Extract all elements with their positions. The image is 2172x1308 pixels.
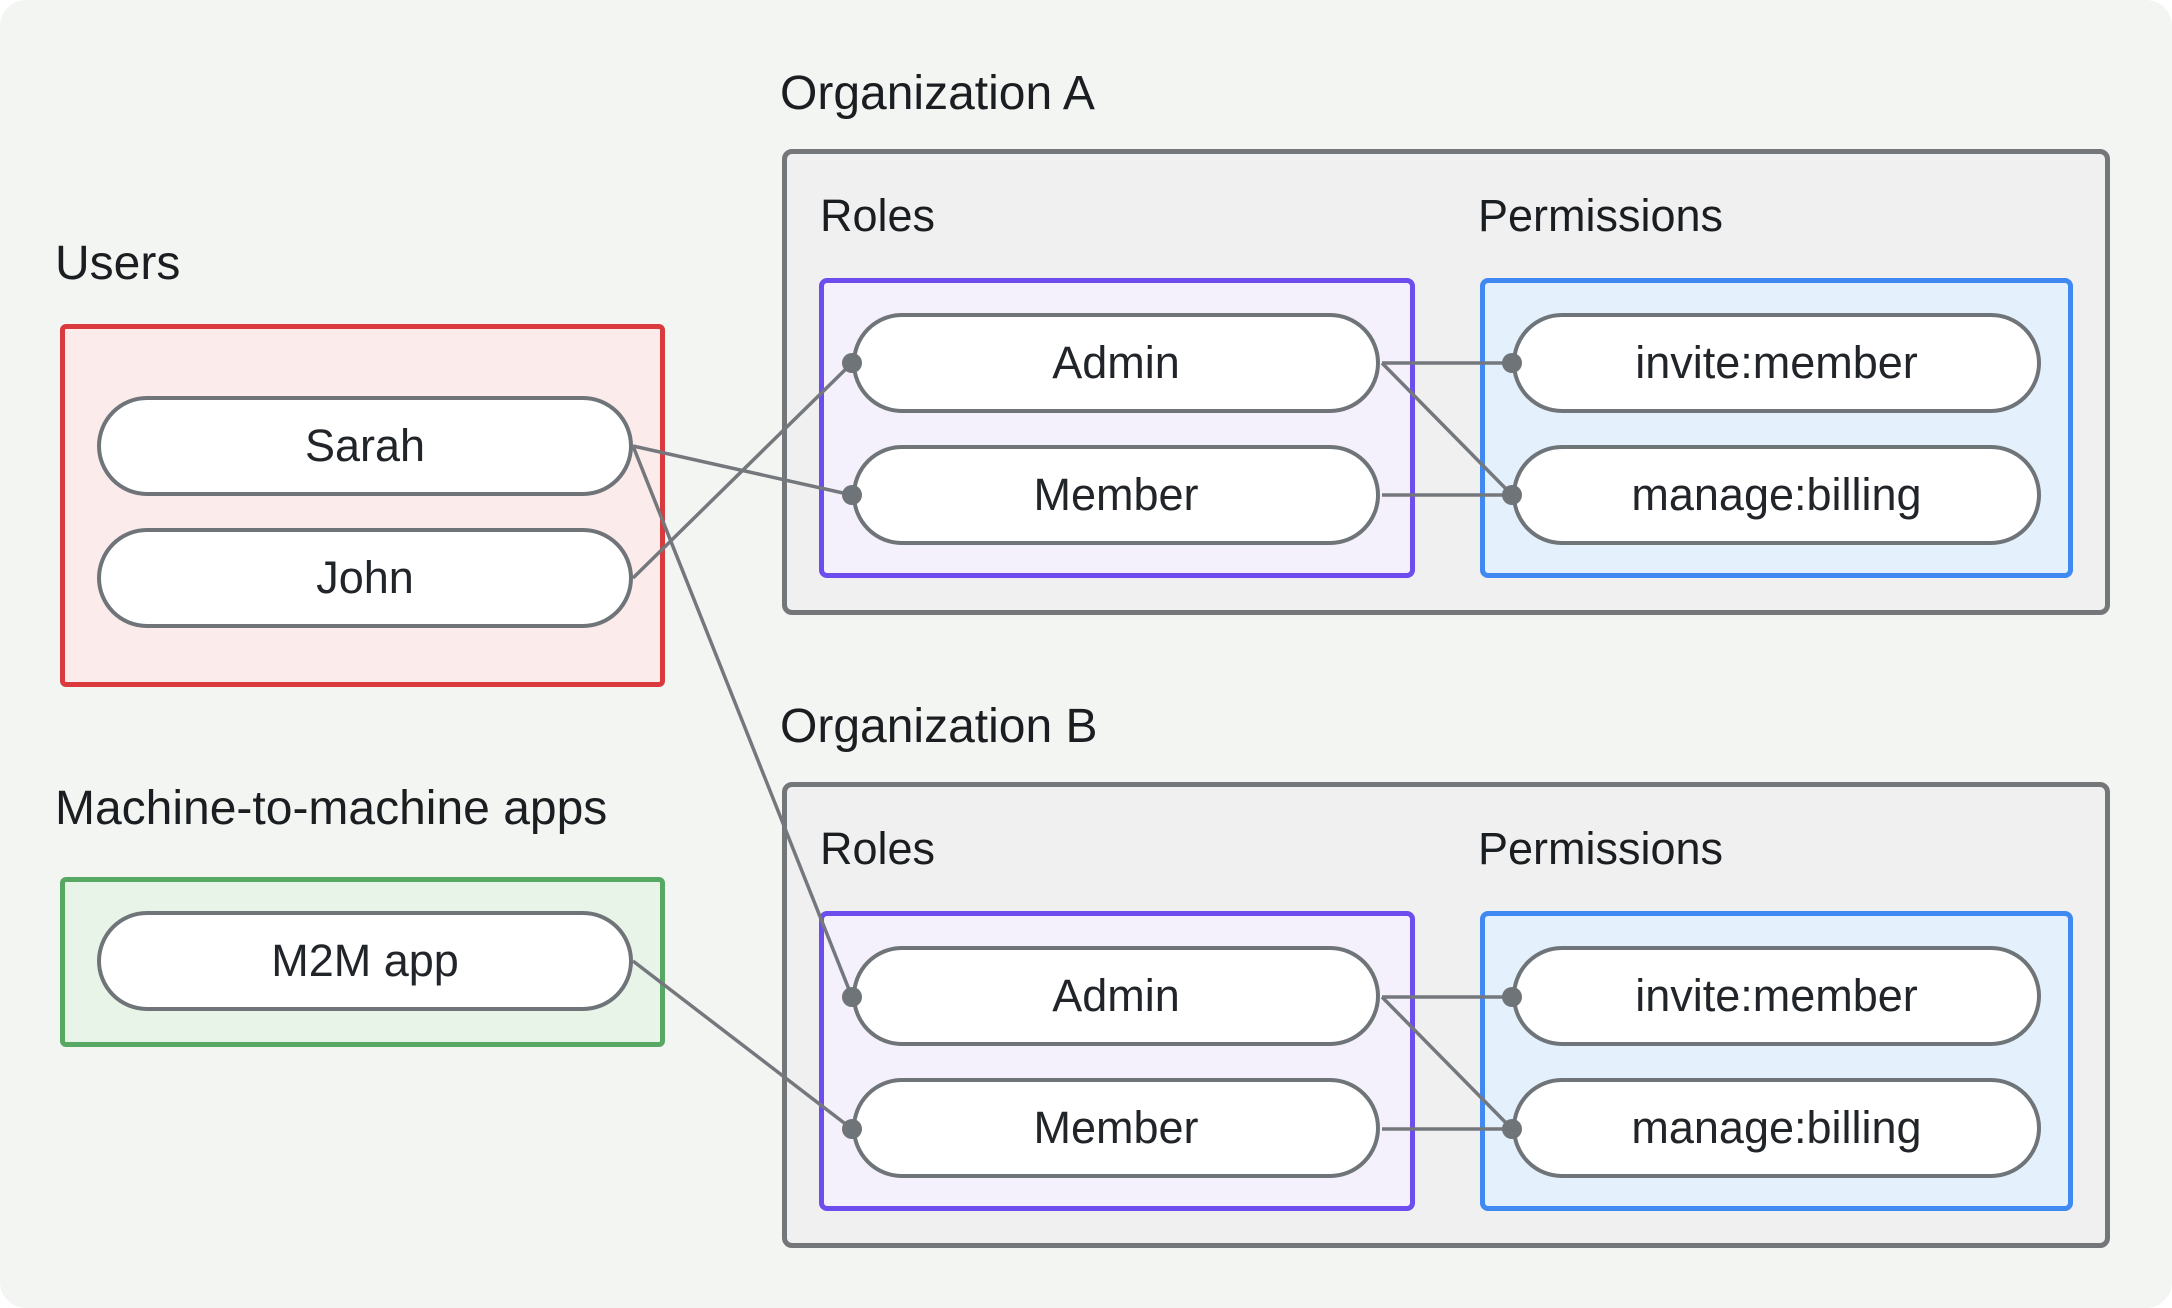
org-b-role-member-label: Member [1033, 1102, 1199, 1153]
org-a-permissions-label: Permissions [1478, 190, 1724, 241]
org-b-role-admin-label: Admin [1052, 970, 1180, 1021]
m2m-section-label: Machine-to-machine apps [55, 782, 608, 835]
users-group-box: Sarah John [60, 324, 665, 687]
org-b-permission-invite-member: invite:member [1512, 946, 2041, 1046]
org-b-role-admin: Admin [852, 946, 1380, 1046]
org-b-permissions-label: Permissions [1478, 823, 1724, 874]
org-a-title: Organization A [780, 67, 1095, 120]
org-a-permissions-box: invite:member manage:billing [1480, 278, 2073, 578]
org-b-container: Roles Permissions Admin Member invite:me… [782, 782, 2110, 1248]
org-b-roles-label: Roles [820, 823, 936, 874]
m2m-app-node-label: M2M app [271, 935, 459, 986]
org-a-permission-manage-billing: manage:billing [1512, 445, 2041, 545]
org-b-title: Organization B [780, 700, 1098, 753]
org-b-permission-invite-member-label: invite:member [1635, 970, 1918, 1021]
org-b-permission-manage-billing-label: manage:billing [1631, 1102, 1922, 1153]
org-a-role-member: Member [852, 445, 1380, 545]
user-node-sarah-label: Sarah [304, 420, 426, 471]
org-a-role-admin: Admin [852, 313, 1380, 413]
m2m-app-node: M2M app [97, 911, 633, 1011]
m2m-group-box: M2M app [60, 877, 665, 1047]
org-a-permission-invite-member: invite:member [1512, 313, 2041, 413]
org-b-roles-box: Admin Member [819, 911, 1415, 1211]
users-section-label: Users [55, 237, 181, 290]
org-a-role-member-label: Member [1033, 469, 1199, 520]
org-a-permission-manage-billing-label: manage:billing [1631, 469, 1922, 520]
user-node-john: John [97, 528, 633, 628]
user-node-sarah: Sarah [97, 396, 633, 496]
org-b-permission-manage-billing: manage:billing [1512, 1078, 2041, 1178]
user-node-john-label: John [316, 552, 414, 603]
org-a-roles-box: Admin Member [819, 278, 1415, 578]
org-b-role-member: Member [852, 1078, 1380, 1178]
org-a-role-admin-label: Admin [1052, 337, 1180, 388]
org-a-container: Roles Permissions Admin Member invite:me… [782, 149, 2110, 615]
org-a-permission-invite-member-label: invite:member [1635, 337, 1918, 388]
org-a-roles-label: Roles [820, 190, 936, 241]
org-b-permissions-box: invite:member manage:billing [1480, 911, 2073, 1211]
